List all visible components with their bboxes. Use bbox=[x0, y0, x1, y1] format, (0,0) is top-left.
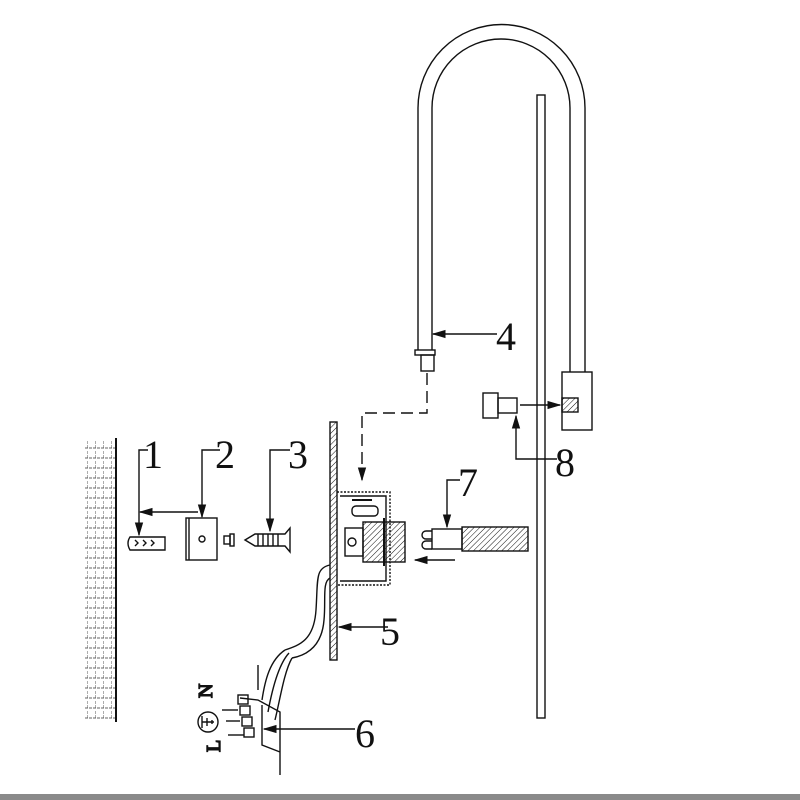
callout-1: 1 bbox=[143, 432, 163, 477]
set-screw-cap bbox=[482, 392, 518, 419]
cable bbox=[261, 564, 331, 721]
callout-4: 4 bbox=[496, 314, 516, 359]
callout-8: 8 bbox=[555, 440, 575, 485]
leader-2 bbox=[197, 449, 220, 519]
wall bbox=[85, 438, 117, 722]
callout-6: 6 bbox=[355, 711, 375, 756]
leader-7 bbox=[442, 479, 460, 529]
callout-5: 5 bbox=[380, 609, 400, 654]
leader-8 bbox=[511, 414, 557, 460]
wall-plug bbox=[127, 536, 166, 551]
neutral-label: N bbox=[195, 684, 217, 698]
assembly-path bbox=[357, 373, 428, 482]
mounting-bracket bbox=[185, 517, 235, 561]
earth-ground-icon bbox=[197, 711, 219, 733]
tube-arm bbox=[414, 23, 593, 431]
bottom-strip bbox=[0, 794, 800, 800]
leader-1 bbox=[134, 449, 148, 537]
live-label: L bbox=[203, 740, 225, 752]
leader-3 bbox=[265, 449, 290, 533]
callout-3: 3 bbox=[288, 432, 308, 477]
g9-bulb bbox=[421, 526, 529, 552]
callout-2: 2 bbox=[215, 432, 235, 477]
wall-plate bbox=[329, 421, 406, 661]
screw bbox=[243, 526, 291, 554]
vertical-rail bbox=[536, 94, 546, 719]
terminal-connector bbox=[222, 665, 281, 775]
callout-7: 7 bbox=[458, 460, 478, 505]
